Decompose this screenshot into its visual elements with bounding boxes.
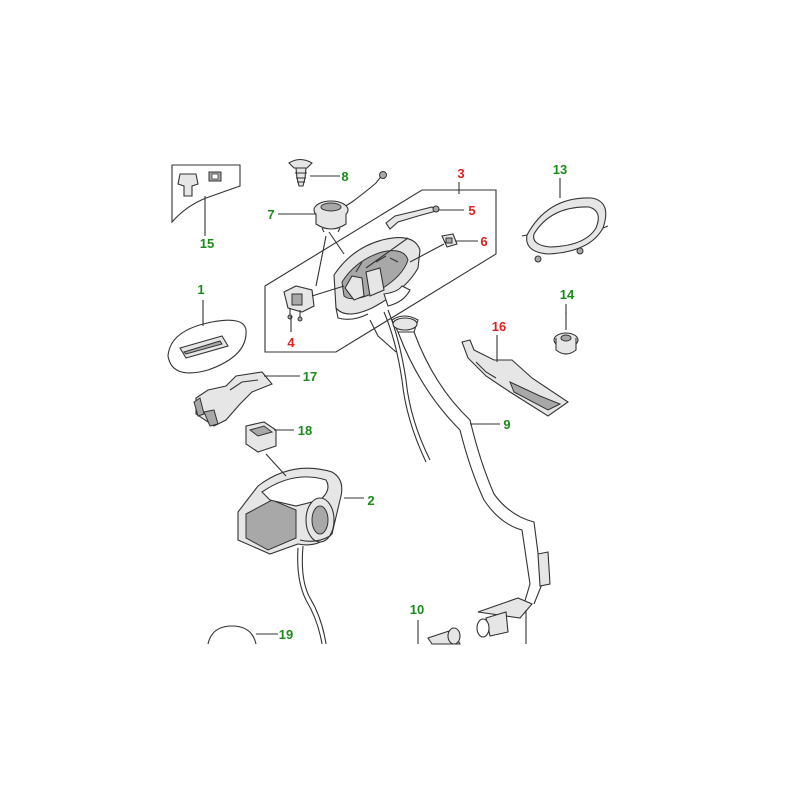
leader-lines bbox=[202, 175, 567, 644]
part-14-grommet bbox=[553, 312, 579, 355]
part-19-seal-ring bbox=[207, 625, 257, 645]
callout-18: 18 bbox=[298, 423, 312, 438]
callout-16: 16 bbox=[492, 319, 506, 334]
part-8-push-clip bbox=[288, 158, 313, 187]
part-3-filler-housing bbox=[333, 237, 421, 320]
vent-hose bbox=[383, 309, 431, 463]
part-10-pipe-stub bbox=[427, 627, 461, 645]
part-2-filler-pocket bbox=[237, 467, 343, 555]
part-4-actuator bbox=[283, 285, 315, 322]
callout-10: 10 bbox=[410, 602, 424, 617]
callout-9: 9 bbox=[503, 417, 510, 432]
part-9-filler-neck bbox=[369, 315, 551, 644]
callout-6: 6 bbox=[480, 234, 487, 249]
part-5-release-rod bbox=[385, 205, 440, 230]
callout-15: 15 bbox=[200, 236, 214, 251]
part-15-placard bbox=[171, 164, 241, 224]
callout-13: 13 bbox=[553, 162, 567, 177]
callout-8: 8 bbox=[341, 169, 348, 184]
callout-19: 19 bbox=[279, 627, 293, 642]
part-18-bump-stop bbox=[245, 421, 277, 453]
callout-14: 14 bbox=[560, 287, 575, 302]
part-17-bracket bbox=[193, 371, 273, 427]
callout-1: 1 bbox=[197, 282, 204, 297]
part-1-panel bbox=[167, 319, 247, 374]
part-13-gasket bbox=[521, 197, 609, 263]
callout-3: 3 bbox=[457, 166, 464, 181]
part-16-bracket bbox=[461, 339, 569, 417]
callout-4: 4 bbox=[287, 335, 295, 350]
callout-7: 7 bbox=[267, 207, 274, 222]
callout-2: 2 bbox=[367, 493, 374, 508]
callout-labels: 1 2 3 4 5 6 7 8 9 10 13 14 15 16 17 18 1… bbox=[197, 162, 575, 642]
callout-5: 5 bbox=[468, 203, 475, 218]
part-3-group-frame bbox=[264, 189, 497, 353]
part-6-clip bbox=[441, 233, 458, 248]
part-7-filler-cap bbox=[313, 200, 349, 233]
callout-17: 17 bbox=[303, 369, 317, 384]
release-cable bbox=[335, 171, 387, 213]
drain-hose bbox=[297, 545, 327, 645]
